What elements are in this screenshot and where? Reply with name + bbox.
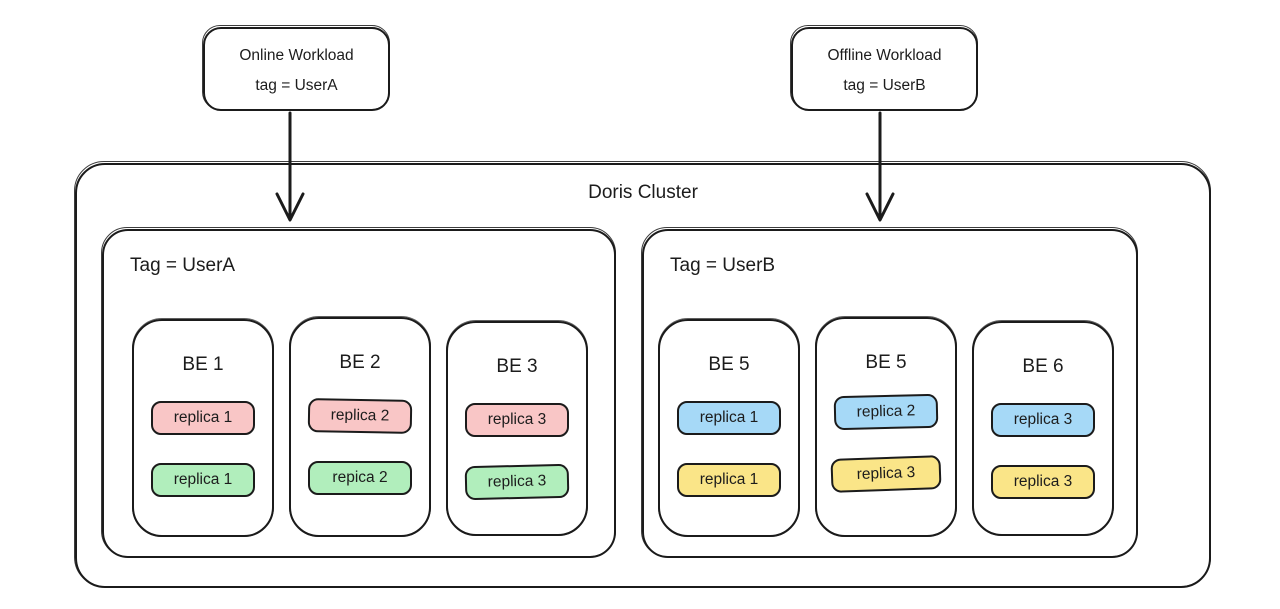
workload-title: Offline Workload: [827, 47, 942, 64]
be-node-title: BE 2: [339, 352, 381, 373]
be-node: BE 5 replica 2 replica 3: [815, 316, 957, 537]
be-node: BE 6 replica 3 replica 3: [972, 320, 1114, 536]
replica-pill: replica 3: [991, 465, 1095, 499]
replica-pill: replica 1: [151, 401, 255, 435]
online-workload-box: Online Workload tag = UserA: [202, 25, 390, 111]
replica-pill: replica 1: [677, 401, 781, 435]
workload-tag: tag = UserA: [255, 77, 338, 94]
replica-pill: replica 2: [833, 393, 939, 431]
be-node: BE 3 replica 3 replica 3: [446, 320, 588, 536]
tag-group-userb-box: Tag = UserB BE 5 replica 1 replica 1 BE …: [641, 227, 1138, 558]
tag-group-label: Tag = UserA: [130, 255, 236, 276]
tag-group-label: Tag = UserB: [670, 255, 776, 276]
be-node-title: BE 6: [1022, 356, 1064, 377]
replica-pill: replica 3: [830, 455, 942, 493]
be-node-title: BE 5: [708, 354, 750, 375]
be-node: BE 1 replica 1 replica 1: [132, 318, 274, 537]
arrow-down-online-icon: [275, 111, 305, 222]
replica-pill: replica 1: [151, 463, 255, 497]
offline-workload-box: Offline Workload tag = UserB: [790, 25, 978, 111]
be-node-title: BE 5: [865, 352, 907, 373]
doris-cluster-title: Doris Cluster: [588, 182, 698, 203]
replica-pill: replica 3: [465, 403, 569, 437]
arrow-down-offline-icon: [865, 111, 895, 222]
replica-pill: replica 3: [464, 463, 570, 501]
be-node: BE 5 replica 1 replica 1: [658, 318, 800, 537]
replica-pill: replica 2: [307, 398, 413, 434]
be-node-title: BE 1: [182, 354, 224, 375]
replica-pill: replica 1: [677, 463, 781, 497]
tag-group-usera-box: Tag = UserA BE 1 replica 1 replica 1 BE …: [101, 227, 616, 558]
be-node-title: BE 3: [496, 356, 538, 377]
be-node: BE 2 replica 2 repica 2: [289, 316, 431, 537]
workload-title: Online Workload: [239, 47, 354, 64]
workload-tag: tag = UserB: [843, 77, 926, 94]
replica-pill: replica 3: [991, 403, 1095, 437]
replica-pill: repica 2: [308, 461, 412, 495]
